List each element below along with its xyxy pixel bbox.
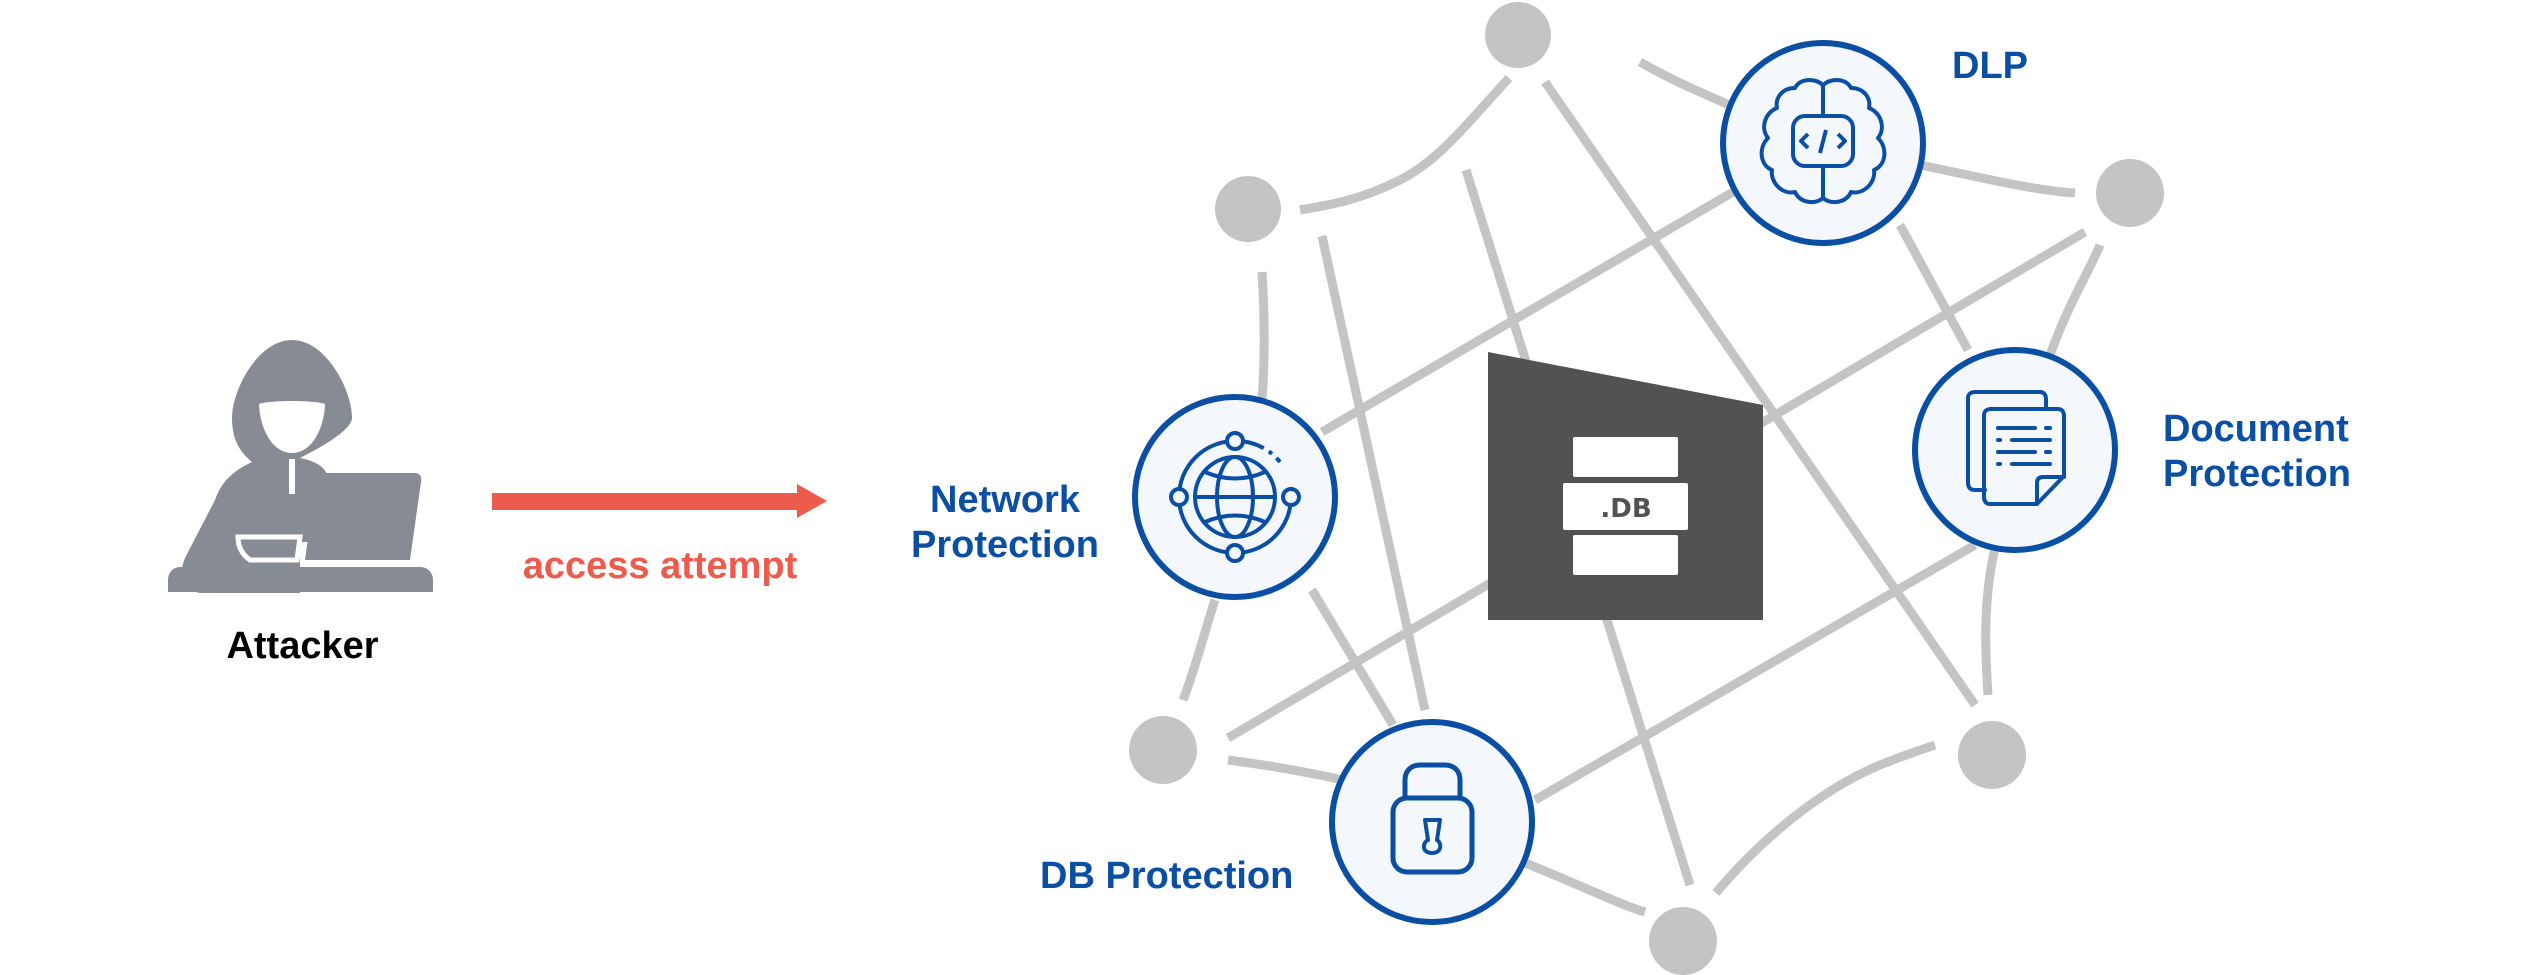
mesh-edge bbox=[1541, 79, 1979, 708]
mesh-node bbox=[1215, 176, 1281, 242]
mesh-edge bbox=[1308, 587, 1397, 728]
attacker-label: Attacker bbox=[226, 625, 379, 667]
globe-network-icon bbox=[1169, 431, 1301, 563]
label-line: Protection bbox=[2163, 453, 2351, 495]
dlp-node[interactable] bbox=[1720, 40, 1926, 246]
brain-code-icon bbox=[1759, 78, 1887, 205]
padlock-icon bbox=[1390, 762, 1475, 875]
document-protection-node[interactable] bbox=[1912, 347, 2118, 553]
hooded-hacker-laptop-icon bbox=[168, 340, 433, 593]
mesh-edge bbox=[1317, 235, 1430, 711]
mesh-edge bbox=[1981, 546, 2000, 696]
mesh-node bbox=[1129, 716, 1197, 784]
network-protection-label: Network Protection bbox=[880, 478, 1130, 568]
mesh-nodes bbox=[1129, 2, 2164, 975]
label-line: Protection bbox=[911, 524, 1099, 566]
label-line: Document bbox=[2163, 408, 2349, 450]
network-protection-node[interactable] bbox=[1132, 394, 1338, 600]
mesh-edge bbox=[1257, 271, 1269, 401]
mesh-node bbox=[1485, 2, 1551, 68]
db-file-label: .DB bbox=[1600, 494, 1651, 524]
mesh-edge bbox=[2045, 243, 2105, 357]
db-protection-node[interactable] bbox=[1329, 719, 1535, 925]
document-protection-label: Document Protection bbox=[2163, 407, 2351, 497]
dlp-label: DLP bbox=[1952, 45, 2028, 87]
documents-icon bbox=[1966, 390, 2066, 506]
mesh-edge bbox=[1919, 160, 2076, 198]
mesh-edge bbox=[1532, 541, 1978, 804]
access-attempt-label: access attempt bbox=[522, 545, 798, 587]
mesh-edge bbox=[1637, 58, 1743, 115]
mesh-edge bbox=[1299, 74, 1513, 215]
database-file-block: .DB bbox=[1488, 352, 1763, 620]
mesh-edge bbox=[1178, 598, 1220, 702]
mesh-node bbox=[1958, 721, 2026, 789]
mesh-edge bbox=[1503, 850, 1647, 917]
mesh-edge bbox=[1319, 181, 1748, 436]
mesh-node bbox=[1649, 907, 1717, 975]
mesh-edge bbox=[1712, 740, 1937, 896]
access-attempt-arrow bbox=[492, 484, 827, 518]
mesh-node bbox=[2096, 159, 2164, 227]
network-mesh bbox=[1178, 58, 2105, 917]
label-line: Network bbox=[930, 479, 1080, 521]
db-protection-label: DB Protection bbox=[1040, 855, 1294, 897]
mesh-edge bbox=[1896, 222, 1972, 353]
